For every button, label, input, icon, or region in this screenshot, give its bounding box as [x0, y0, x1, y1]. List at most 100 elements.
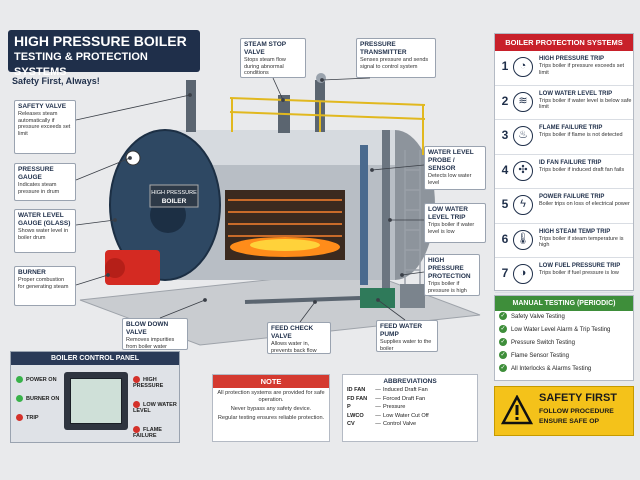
callout-safety-valve: SAFETY VALVE Releases steam automaticall…	[14, 100, 76, 154]
note-line-2: Never bypass any safety device.	[230, 406, 312, 412]
flame-icon: ♨	[513, 126, 533, 146]
callout-body: Detects low water level	[428, 173, 472, 186]
check-icon: ✓	[499, 364, 507, 373]
protection-item-number: 5	[501, 197, 509, 211]
indicator-light: TRIP	[16, 414, 59, 421]
protection-item-title: LOW WATER LEVEL TRIP	[539, 90, 613, 97]
nameplate-line-2: BOILER	[162, 198, 187, 205]
callout-pressure-gauge: PRESSURE GAUGE Indicates steam pressure …	[14, 163, 76, 201]
note-line-1: All protection systems are provided for …	[217, 390, 325, 403]
protection-item-title: FLAME FAILURE TRIP	[539, 125, 603, 131]
callout-title: WATER LEVEL GAUGE (GLASS)	[18, 212, 71, 227]
manual-testing-item: ✓ Safety Valve Testing	[495, 311, 633, 324]
indicator-light: FLAME FAILURE	[133, 426, 179, 439]
safety-badge-line-2: FOLLOW PROCEDURE	[539, 408, 614, 415]
protection-item-title: POWER FAILURE TRIP	[539, 194, 605, 200]
indicator-light: BURNER ON	[16, 395, 59, 402]
protection-item-number: 1	[501, 59, 509, 73]
abbreviation-row: P —Pressure	[347, 403, 473, 412]
protection-item-body: Trips boiler if induced draft fan fails	[539, 166, 625, 173]
power-icon: ϟ	[513, 195, 533, 215]
check-icon: ✓	[499, 312, 507, 321]
control-panel-left-lights: POWER ON BURNER ON TRIP	[16, 376, 59, 433]
abbreviation-key: P	[347, 404, 351, 410]
abbreviation-value: Low Water Cut Off	[383, 412, 429, 419]
safety-badge-title: SAFETY FIRST	[539, 392, 618, 404]
callout-body: Shows water level in boiler drum	[18, 228, 69, 241]
callout-feed-water-pump: FEED WATER PUMP Supplies water to the bo…	[376, 320, 438, 352]
callout-body: Proper combustion for generating steam	[18, 277, 69, 290]
manual-testing-panel: MANUAL TESTING (PERIODIC) ✓Safety Valve …	[494, 295, 634, 381]
abbreviation-key: ID FAN	[347, 387, 366, 393]
callout-low-water-level: LOW WATER LEVEL TRIP Trips boiler if wat…	[424, 203, 486, 243]
manual-testing-item: ✓All Interlocks & Alarms Testing	[495, 363, 633, 376]
indicator-label: FLAME FAILURE	[133, 426, 162, 439]
boiler-illustration: HIGH PRESSURE BOILER	[79, 73, 481, 346]
manual-testing-label: Flame Sensor Testing	[511, 353, 569, 359]
protection-item-title: LOW FUEL PRESSURE TRIP	[539, 263, 621, 269]
note-line-3: Regular testing ensures reliable protect…	[217, 415, 325, 421]
manual-testing-list: ✓ Safety Valve Testing ✓ Low Water Level Al…	[495, 311, 633, 376]
abbreviation-row: FD FAN—Forced Draft Fan	[347, 395, 473, 404]
indicator-light: POWER ON	[16, 376, 59, 383]
manual-testing-item: ✓ Flame Sensor Testing	[495, 350, 633, 363]
callout-body: Trips boiler if pressure is high	[428, 281, 467, 294]
safety-first-badge: SAFETY FIRST FOLLOW PROCEDURE ENSURE SAF…	[494, 386, 634, 436]
abbreviation-row: LWCO—Low Water Cut Off	[347, 412, 473, 421]
indicator-label: LOW WATER LEVEL	[133, 401, 177, 414]
abbreviation-dash: —	[375, 404, 381, 410]
title-banner: HIGH PRESSURE BOILER TESTING & PROTECTIO…	[8, 30, 200, 78]
abbreviation-value: Forced Draft Fan	[383, 395, 426, 402]
control-panel-screen	[64, 372, 128, 430]
abbreviation-dash: —	[375, 387, 381, 393]
warning-icon	[501, 395, 533, 425]
manual-testing-label: Safety Valve Testing	[511, 314, 565, 320]
indicator-lamp-icon	[133, 426, 140, 433]
callout-high-pressure-protection: HIGH PRESSURE PROTECTION Trips boiler if…	[424, 254, 480, 296]
callout-title: STEAM STOP VALVE	[244, 41, 287, 56]
nameplate-line-1: HIGH PRESSURE	[151, 190, 197, 196]
indicator-lamp-icon	[133, 376, 140, 383]
abbreviation-row: CV—Control Valve	[347, 420, 473, 429]
callout-body: Releases steam automatically if pressure…	[18, 111, 71, 137]
callout-blow-down-valve: BLOW DOWN VALVE Removes impurities from …	[122, 318, 188, 350]
note-box: NOTE All protection systems are provided…	[212, 374, 330, 442]
check-icon: ✓	[499, 351, 507, 360]
water-level-icon: ≋	[513, 91, 533, 112]
indicator-label: POWER ON	[26, 376, 57, 383]
indicator-label: BURNER ON	[26, 395, 60, 402]
abbreviations-heading: ABBREVIATIONS	[383, 378, 437, 385]
callout-title: WATER LEVEL PROBE / SENSOR	[428, 149, 474, 172]
callout-water-level-probe: WATER LEVEL PROBE / SENSOR Detects low w…	[424, 146, 486, 190]
protection-item-number: 7	[501, 266, 509, 280]
protection-item-body: Trips boiler if fuel pressure is low	[539, 270, 619, 276]
protection-item-title: HIGH PRESSURE TRIP	[539, 56, 605, 62]
protection-item-body: Trips boiler if water level is below saf…	[539, 97, 632, 111]
callout-body: Senses pressure and sends signal to cont…	[360, 57, 429, 70]
manual-testing-label: Low Water Level Alarm & Trip Testing	[511, 327, 611, 333]
callout-burner: BURNER Proper combustion for generating …	[14, 266, 76, 306]
abbreviation-value: Induced Draft Fan	[383, 387, 428, 393]
protection-item-title: HIGH STEAM TEMP TRIP	[539, 228, 611, 235]
abbreviation-value: Pressure	[383, 404, 406, 410]
safety-badge-line-3: ENSURE SAFE OP	[539, 418, 600, 425]
abbreviation-dash: —	[375, 412, 381, 419]
callout-body: Stops steam flow during abnormal conditi…	[244, 57, 286, 76]
callout-body: Supplies water to the boiler	[380, 339, 432, 352]
callout-steam-stop-valve: STEAM STOP VALVE Stops steam flow during…	[240, 38, 306, 78]
title-line-2: TESTING & PROTECTION SYSTEMS	[14, 51, 148, 78]
manual-testing-label: Pressure Switch Testing	[511, 340, 575, 346]
protection-item-body: Trips boiler if flame is not detected	[539, 132, 623, 138]
protection-item-body: Trips boiler if steam temperature is hig…	[539, 235, 624, 249]
callout-title: BURNER	[18, 269, 46, 276]
gauge-icon: ◔	[513, 57, 533, 77]
tagline: Safety First, Always!	[12, 76, 100, 86]
abbreviation-dash: —	[375, 421, 381, 427]
indicator-lamp-icon	[16, 376, 23, 383]
callout-title: FEED WATER PUMP	[380, 323, 423, 338]
